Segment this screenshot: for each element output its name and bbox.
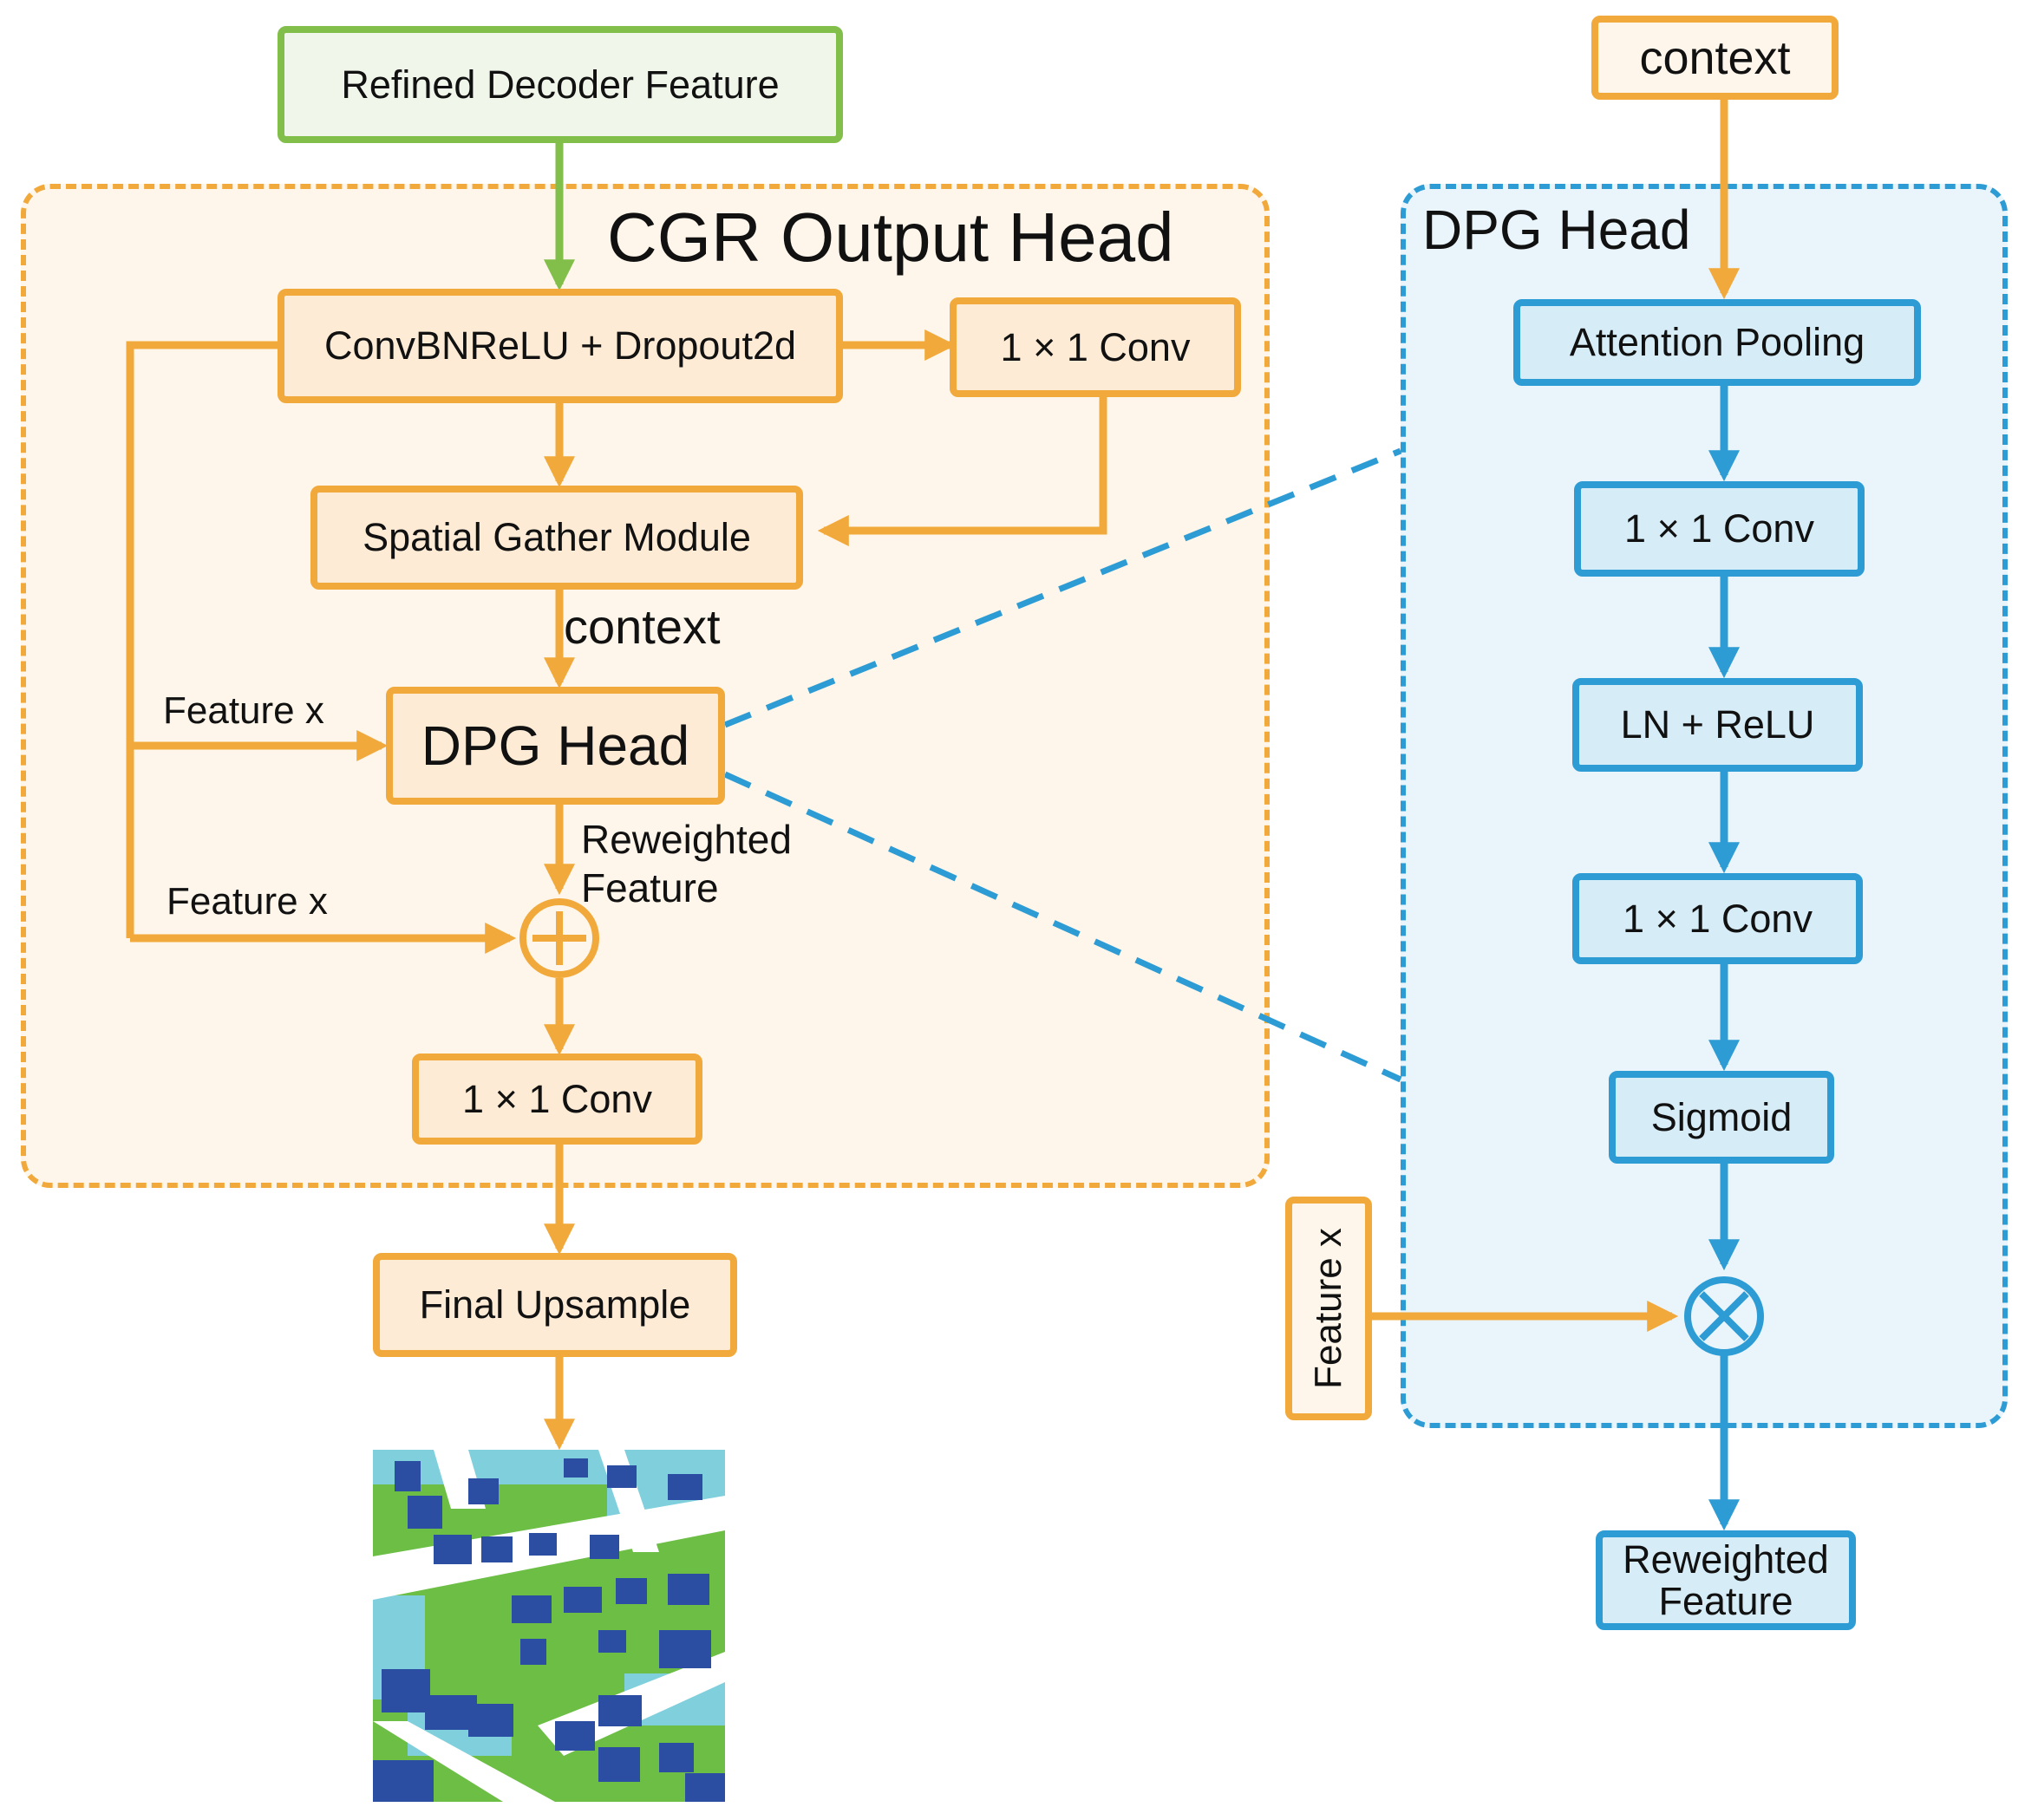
output-label-line1: Reweighted [1623, 1536, 1829, 1582]
zoom-line-upper [723, 447, 1402, 728]
refined-decoder-feature-label: Refined Decoder Feature [341, 62, 780, 107]
refined-decoder-feature-box: Refined Decoder Feature [278, 26, 843, 143]
attention-pooling-box: Attention Pooling [1513, 299, 1921, 386]
convbnrelu-dropout-box: ConvBNReLU + Dropout2d [278, 289, 843, 403]
conv1x1-top-label: 1 × 1 Conv [1000, 324, 1191, 369]
segmentation-map-image [373, 1450, 725, 1802]
reweighted-label-line2: Feature [581, 865, 719, 910]
conv1x1-top-box: 1 × 1 Conv [950, 297, 1241, 397]
sigmoid-box: Sigmoid [1609, 1071, 1834, 1164]
conv1x1-dpg-b-box: 1 × 1 Conv [1572, 873, 1863, 964]
attention-pooling-label: Attention Pooling [1569, 320, 1865, 364]
convbnrelu-dropout-label: ConvBNReLU + Dropout2d [323, 323, 797, 368]
spatial-gather-module-box: Spatial Gather Module [310, 486, 803, 590]
reweighted-feature-label: Reweighted Feature [581, 815, 792, 912]
context-label: context [564, 599, 721, 654]
feature-x-label-2: Feature x [167, 880, 328, 923]
context-input-label: context [1639, 31, 1791, 84]
sigmoid-label: Sigmoid [1650, 1094, 1793, 1139]
feature-x-vertical-box: Feature x [1285, 1197, 1372, 1420]
cgr-output-head-title: CGR Output Head [607, 199, 1174, 276]
final-upsample-label: Final Upsample [419, 1282, 691, 1327]
ln-relu-label: LN + ReLU [1620, 702, 1815, 747]
conv1x1-dpg-a-label: 1 × 1 Conv [1624, 506, 1814, 551]
context-input-box: context [1591, 16, 1839, 100]
multiply-symbol-b [1699, 1291, 1749, 1341]
zoom-line-lower [723, 771, 1402, 1083]
spatial-gather-module-label: Spatial Gather Module [363, 515, 751, 559]
dpg-head-region [1401, 184, 2008, 1428]
dpg-head-title: DPG Head [1422, 199, 1691, 261]
reweighted-feature-output-box: Reweighted Feature [1596, 1530, 1856, 1630]
conv1x1-bottom-label: 1 × 1 Conv [462, 1076, 652, 1121]
final-upsample-box: Final Upsample [373, 1253, 737, 1357]
feature-x-vertical-label: Feature x [1307, 1228, 1349, 1389]
skip-line-feature-x [126, 341, 278, 938]
dpg-head-box: DPG Head [386, 687, 725, 805]
conv1x1-dpg-b-label: 1 × 1 Conv [1623, 896, 1813, 941]
reweighted-label-line1: Reweighted [581, 817, 792, 862]
ln-relu-box: LN + ReLU [1572, 678, 1863, 772]
conv1x1-bottom-box: 1 × 1 Conv [412, 1054, 702, 1145]
conv1x1-dpg-a-box: 1 × 1 Conv [1574, 481, 1865, 577]
output-label-line2: Feature [1658, 1578, 1793, 1623]
feature-x-label-1: Feature x [163, 689, 324, 732]
dpg-head-label: DPG Head [421, 714, 690, 777]
arrow-1x1-to-gather [817, 397, 1107, 546]
